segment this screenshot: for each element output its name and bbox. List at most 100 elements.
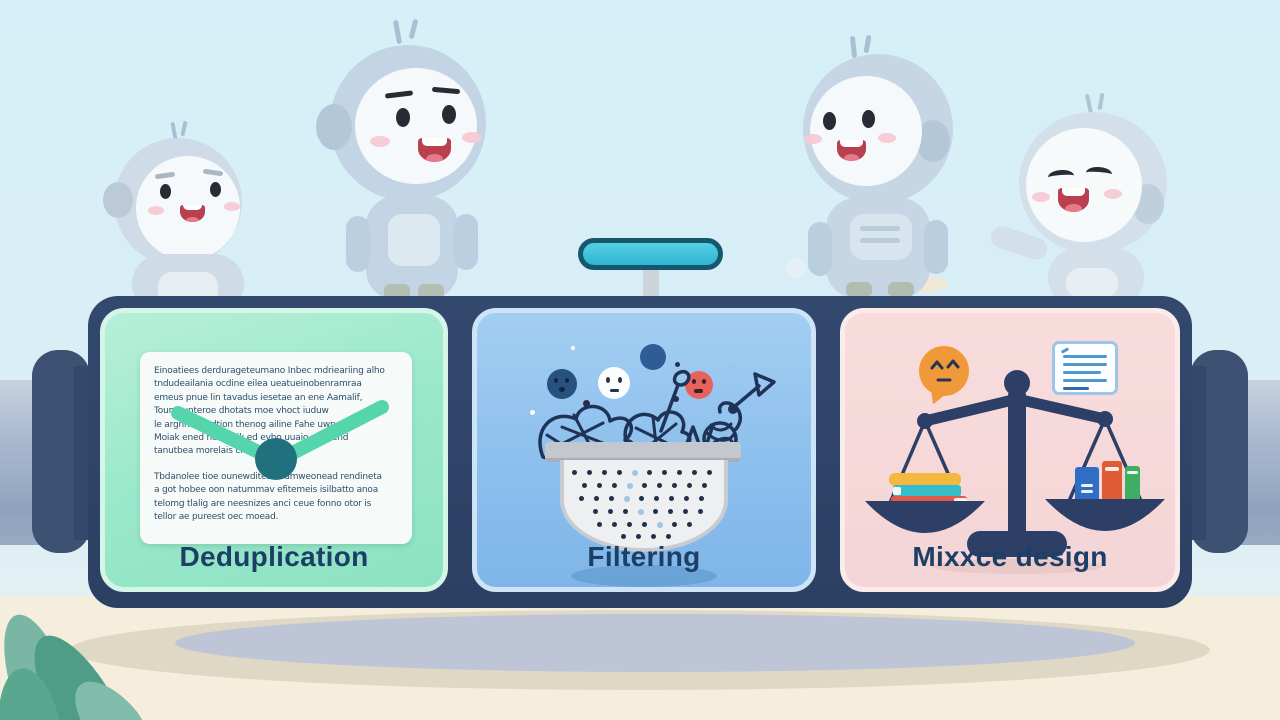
robot-tongue [843,154,860,161]
pivot-left [917,413,933,429]
sieve-hole [706,470,712,475]
document-text-line: le argnh da adtion thenog ailine Fahe uw… [154,419,360,430]
data-dot [571,346,575,350]
sieve-hole [671,522,677,527]
robot-face [810,76,922,186]
sieve-hole [635,534,641,539]
robot-belly [850,214,912,260]
robot-face [1026,128,1142,242]
robot-teeth [840,140,863,147]
robot-leg [846,282,872,296]
robot-cheek [370,136,390,147]
sieve-hole [578,496,584,501]
sieve-hole [650,534,656,539]
note-line [1063,355,1107,358]
sieve-hole [668,496,674,501]
robot-mouth [180,205,205,222]
ground-shadow-inner [175,614,1135,672]
data-dot [675,362,680,367]
flag-ball [728,404,738,414]
flag-pole [732,384,761,409]
sieve-hole [676,470,682,475]
stage-card-filtering: Filtering [472,308,816,592]
stage-card-deduplication: Einoatiees derdurageteumano Inbec mdriea… [100,308,448,592]
robot-leg [384,284,410,298]
sieve-hole [616,470,622,475]
face-eye [565,378,569,383]
sieve-hole [701,483,707,488]
sieve-hole [698,496,704,501]
robot-tongue [1065,203,1082,212]
document-text-line: tanutbea morelais cnin calus ant [154,446,296,457]
background-dot [786,258,806,278]
robot-antenna [1097,92,1105,111]
book-teal [893,485,961,497]
sieve-hole [686,483,692,488]
scale-shadow [932,559,1102,574]
sieve-hole [626,522,632,527]
robot-tongue [425,153,444,162]
robot-antenna [180,120,188,137]
stage-card-mixture: Mixxce design [840,308,1180,592]
sieve-speck [626,483,633,489]
yarn-tail [717,401,743,431]
book-band [1105,467,1119,471]
note-line [1063,371,1101,374]
face-mouth [610,389,619,392]
robot-mouth [418,138,451,162]
sieve-hole [596,483,602,488]
data-dot [530,410,535,415]
balloon-eye [946,359,960,369]
scale-knob [1004,370,1030,396]
pivot-right [1097,411,1113,427]
data-ball-icon [640,344,666,370]
sieve-hole [667,509,673,514]
document-text-line: a got hobee oon natummav efitemeis isilb… [154,485,379,496]
robot-mouth [837,140,866,161]
robot-eye [442,105,456,124]
sieve-hole [611,522,617,527]
robot-cheek [1032,192,1050,202]
flag-pennant [753,372,776,397]
sieve-speck [623,496,630,502]
robot-eye [160,184,171,199]
face-eye [606,377,610,383]
face-eye [692,379,696,384]
sieve-speck [631,470,638,476]
document-text-line: Moiak ened hen, atik ed evho uuaio olbe … [154,433,349,444]
robot-antenna [863,34,872,54]
sieve-hole [641,483,647,488]
sieve-hole [596,522,602,527]
sieve-hole [665,534,671,539]
robot-eye [823,112,836,130]
sieve-hole [671,483,677,488]
robot-cheek [462,132,482,143]
sieve-hole [691,470,697,475]
face-eye [618,377,622,383]
robot-cheek [224,202,240,211]
stage-title-filtering: Filtering [587,541,701,572]
robot-ear [103,182,133,218]
robot-cheek [1104,189,1122,199]
document-text-line: Toum, unteroe dhotats moe vhoct iuduw [154,406,329,417]
face-neutral-icon [598,367,630,399]
robot-teeth [1061,188,1086,196]
sieve-hole [571,470,577,475]
note-card-icon [1052,341,1118,395]
document-paragraph-1: Einoatiees derdurageteumano Inbec mdriea… [154,365,398,459]
sieve-hole [638,496,644,501]
book-label [1081,490,1093,493]
robot-eye [210,182,221,197]
robot-antenna [392,19,403,45]
scribble-stem [659,383,680,433]
sieve-speck [637,509,644,515]
robot-cheek [804,134,822,144]
robot-leg [888,282,914,296]
sieve-hole [586,470,592,475]
sieve-hole [607,509,613,514]
sieve-hole [581,483,587,488]
note-line [1063,387,1089,390]
stage-title-mixture: Mixxce design [912,541,1108,572]
sieve-hole [611,483,617,488]
sieve-hole [682,509,688,514]
